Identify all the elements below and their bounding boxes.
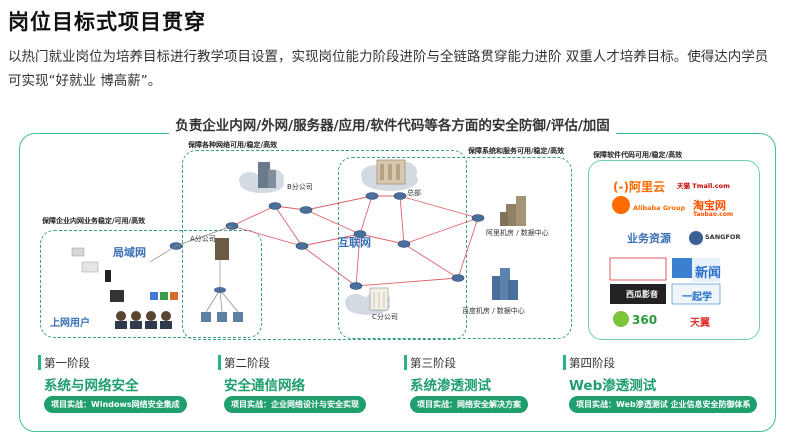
stage-number: 第三阶段 bbox=[410, 356, 456, 370]
baidu-dc-label: 百度机房 / 数据中心 bbox=[462, 307, 525, 315]
q360-logo: 360 bbox=[632, 313, 658, 327]
taobao-sub-logo: Taobao.com bbox=[693, 211, 734, 218]
yiqi-logo: 一起学 bbox=[682, 292, 712, 303]
xigua-logo: 西瓜影音 bbox=[626, 290, 658, 299]
stage-number: 第二阶段 bbox=[224, 356, 270, 370]
stage-number: 第四阶段 bbox=[569, 356, 615, 370]
zone-software-label: 保障软件代码可用/稳定/高效 bbox=[593, 151, 683, 159]
stage-project-badge: 项目实战：Web渗透测试 企业信息安全防御体系 bbox=[569, 396, 758, 413]
stage-marker bbox=[38, 355, 41, 370]
stage-name: 安全通信网络 bbox=[224, 378, 305, 394]
stage-marker bbox=[563, 355, 566, 370]
alibaba-logo: Alibaba Group bbox=[633, 204, 686, 212]
zone-network-label: 保障各种网络可用/稳定/高效 bbox=[188, 141, 278, 149]
tianyi-logo: 天翼 bbox=[690, 318, 710, 329]
aliyun-dc-label: 阿里机房 / 数据中心 bbox=[486, 229, 549, 237]
internet-label: 互联网 bbox=[338, 236, 371, 249]
taobao-logo: 淘宝网 bbox=[693, 199, 726, 212]
stage-marker bbox=[218, 355, 221, 370]
alibaba-mark-icon bbox=[612, 196, 630, 214]
tianmao-logo: 天猫 Tmall.com bbox=[677, 182, 730, 190]
sangfor-logo: SANGFOR bbox=[705, 233, 741, 241]
page-title: 岗位目标式项目贯穿 bbox=[8, 10, 206, 34]
zone-system bbox=[338, 157, 572, 339]
stage-name: Web渗透测试 bbox=[569, 378, 657, 394]
panel-title: 负责企业内网/外网/服务器/应用/软件代码等各方面的安全防御/评估/加固 bbox=[0, 114, 785, 134]
zone-intranet-label: 保障企业内网业务稳定/可用/高效 bbox=[42, 217, 146, 225]
stage-name: 系统与网络安全 bbox=[44, 378, 139, 394]
stage-project-badge: 项目实战：Windows网络安全集成 bbox=[44, 396, 187, 413]
news-logo: 新闻 bbox=[695, 266, 722, 281]
stage-project-badge: 项目实战：企业网络设计与安全实现 bbox=[224, 396, 366, 413]
aliyun-logo: (-)阿里云 bbox=[613, 180, 665, 194]
hq-label: 总部 bbox=[407, 189, 421, 197]
stage-marker bbox=[404, 355, 407, 370]
stage-project-badge: 项目实战：网络安全解决方案 bbox=[410, 396, 528, 413]
branch-a-label: A分公司 bbox=[190, 235, 216, 243]
stage-number: 第一阶段 bbox=[44, 356, 90, 370]
page-description: 以热门就业岗位为培养目标进行教学项目设置，实现岗位能力阶段进阶与全链路贯穿能力进… bbox=[8, 49, 769, 89]
branch-c-label: C分公司 bbox=[372, 313, 398, 321]
lan-label: 局域网 bbox=[113, 246, 146, 259]
q360-mark-icon bbox=[613, 311, 629, 327]
zone-network bbox=[182, 150, 467, 340]
zone-software bbox=[588, 160, 760, 340]
stage-name: 系统渗透测试 bbox=[410, 378, 491, 394]
zone-intranet bbox=[40, 230, 262, 338]
zone-system-label: 保障系统和服务可用/稳定/高效 bbox=[468, 147, 565, 155]
internet-users-label: 上网用户 bbox=[50, 318, 90, 329]
branch-b-label: B分公司 bbox=[287, 183, 313, 191]
business-resources-label: 业务资源 bbox=[627, 232, 671, 245]
